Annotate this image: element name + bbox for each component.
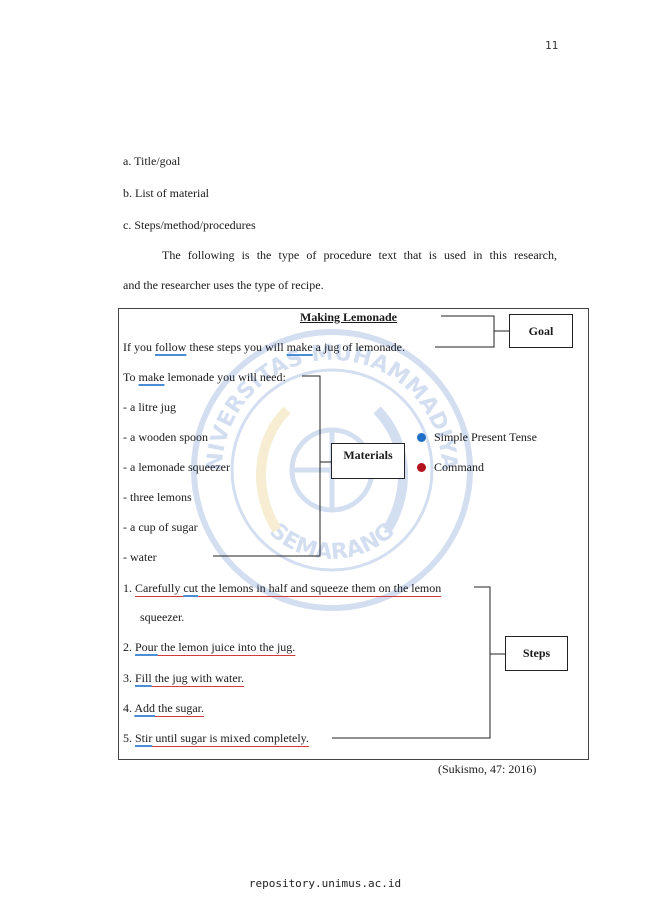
step-number: 1. <box>123 581 135 595</box>
citation: (Sukismo, 47: 2016) <box>438 762 537 776</box>
material-item: - a lemonade squeezer <box>123 460 230 474</box>
outline-item-list-of-material: b. List of material <box>123 186 209 200</box>
step-2: 2. Pour the lemon juice into the jug. <box>123 640 295 655</box>
steps-label-box: Steps <box>505 636 568 671</box>
recipe-title: Making Lemonade <box>300 310 398 324</box>
step-verb: Fill <box>135 671 152 685</box>
materials-intro-text: lemonade you will need: <box>164 370 286 384</box>
step-text: Carefully <box>135 581 184 595</box>
step-4: 4. Add the sugar. <box>123 701 204 716</box>
material-item: - a cup of sugar <box>123 520 198 534</box>
step-number: 2. <box>123 640 135 654</box>
step-text: the lemons in half and squeeze them on t… <box>198 581 442 595</box>
step-text: the sugar. <box>155 701 205 715</box>
step-verb: Stir <box>135 731 153 745</box>
step-1-continuation: squeezer. <box>140 610 185 624</box>
repository-footer: repository.unimus.ac.id <box>248 877 402 890</box>
legend-label: Command <box>434 460 484 474</box>
intro-line-1: The following is the type of procedure t… <box>162 248 557 262</box>
step-number: 3. <box>123 671 135 685</box>
materials-intro: To make lemonade you will need: <box>123 370 286 385</box>
goal-sentence-text: these steps you will <box>186 340 287 354</box>
step-number: 4. <box>123 701 135 715</box>
blue-dot-icon <box>417 433 426 442</box>
step-text: until sugar is mixed completely. <box>152 731 309 745</box>
step-text: the lemon juice into the jug. <box>157 640 296 654</box>
materials-label-box: Materials <box>331 443 405 479</box>
step-text: the jug with water. <box>151 671 245 685</box>
steps-bracket-line <box>332 586 491 739</box>
recipe-figure-frame <box>118 308 589 760</box>
goal-verb-follow: follow <box>155 340 187 354</box>
step-1: 1. Carefully cut the lemons in half and … <box>123 581 441 596</box>
intro-line-2: and the researcher uses the type of reci… <box>123 278 324 292</box>
step-3: 3. Fill the jug with water. <box>123 671 244 686</box>
materials-verb-make: make <box>138 370 165 384</box>
material-item: - three lemons <box>123 490 192 504</box>
goal-verb-make: make <box>286 340 313 354</box>
legend-label: Simple Present Tense <box>434 430 537 444</box>
step-number: 5. <box>123 731 135 745</box>
step-5: 5. Stir until sugar is mixed completely. <box>123 731 309 746</box>
legend-command: Command <box>417 460 484 475</box>
material-item: - a wooden spoon <box>123 430 208 444</box>
red-dot-icon <box>417 463 426 472</box>
materials-bracket-line <box>213 375 321 557</box>
outline-item-title-goal: a. Title/goal <box>123 154 181 168</box>
goal-sentence-text: If you <box>123 340 155 354</box>
materials-intro-text: To <box>123 370 139 384</box>
page-number: 11 <box>545 39 559 52</box>
goal-sentence-text: a jug of lemonade. <box>312 340 405 354</box>
step-verb: cut <box>183 581 198 595</box>
goal-bracket-line <box>435 315 495 348</box>
material-item: - water <box>123 550 157 564</box>
goal-sentence: If you follow these steps you will make … <box>123 340 405 355</box>
step-verb: Add <box>134 701 156 715</box>
legend-simple-present: Simple Present Tense <box>417 430 537 445</box>
goal-label-box: Goal <box>509 314 573 348</box>
outline-item-steps: c. Steps/method/procedures <box>123 218 256 232</box>
step-verb: Pour <box>135 640 158 654</box>
material-item: - a litre jug <box>123 400 176 414</box>
